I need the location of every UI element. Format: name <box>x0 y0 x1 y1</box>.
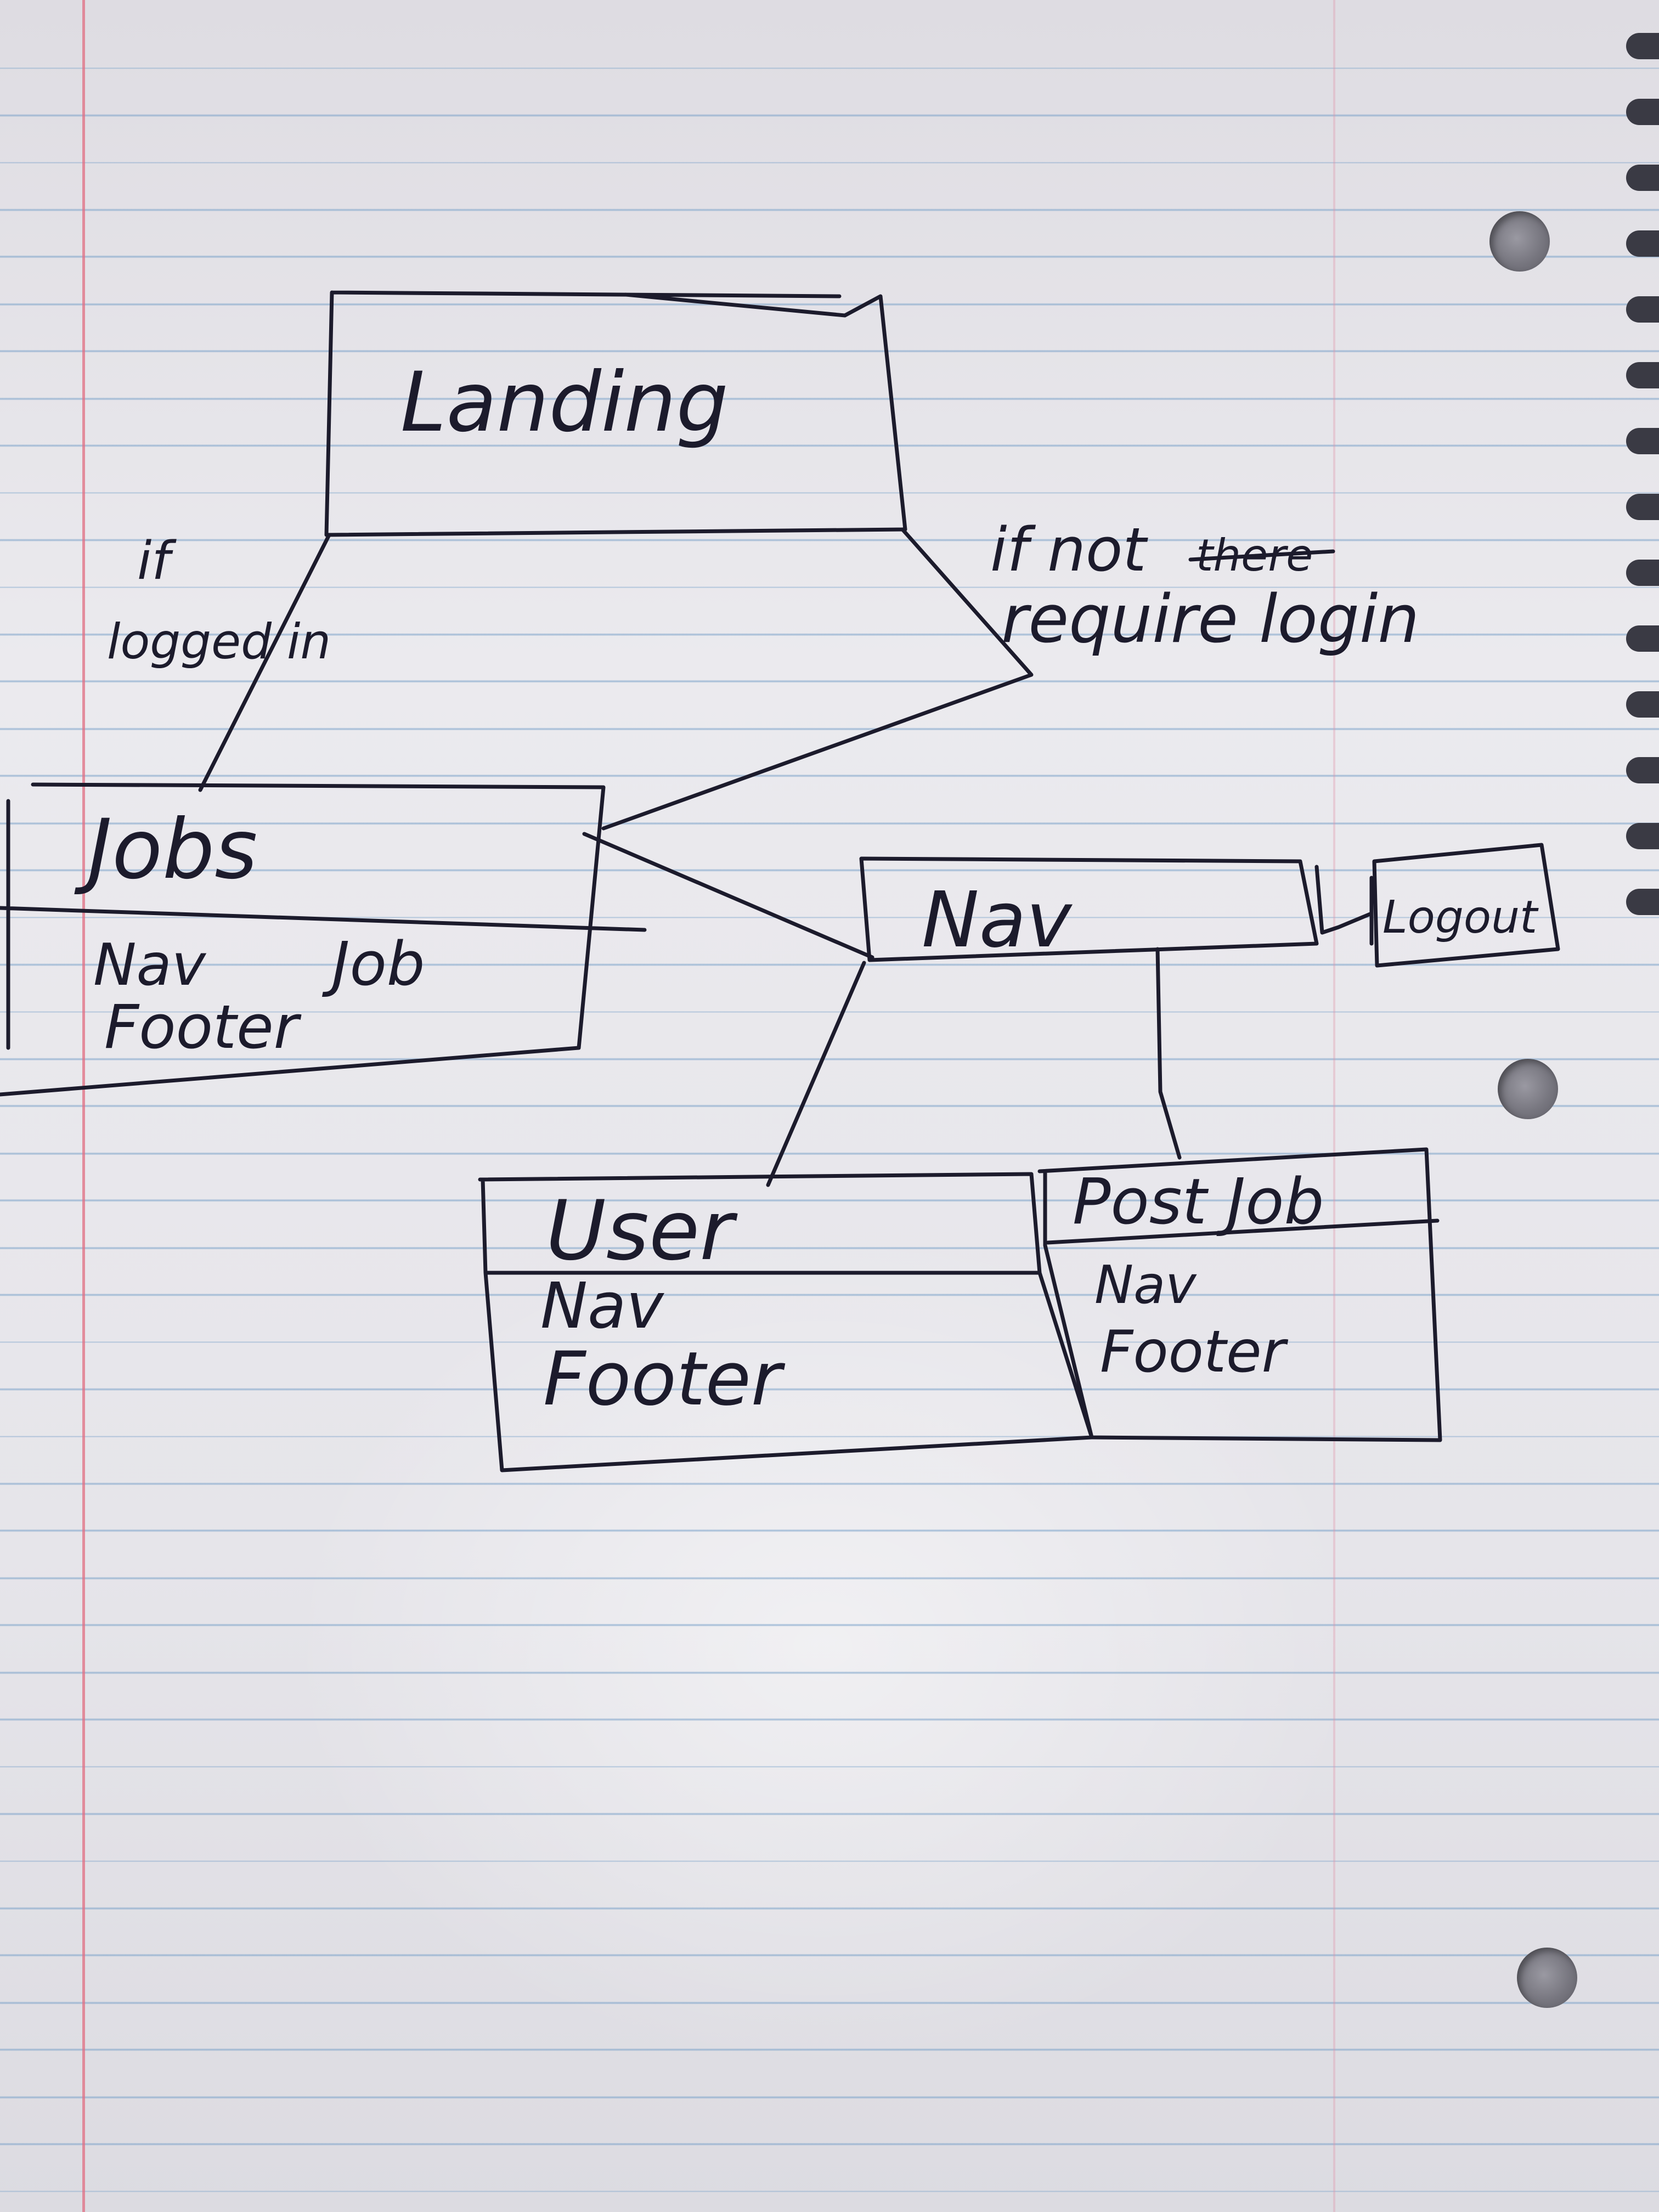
right-margin-line <box>1333 0 1335 2212</box>
margin-line <box>82 0 85 2212</box>
spiral-binding <box>1626 889 1659 915</box>
edge-line <box>601 527 1034 831</box>
spiral-binding <box>1626 296 1659 323</box>
binder-hole <box>1517 1948 1577 2008</box>
spiral-binding <box>1626 757 1659 783</box>
logout-label: Logout <box>1383 891 1539 944</box>
jobs-body-item: Job <box>321 929 425 999</box>
spiral-binding <box>1626 165 1659 191</box>
user-body-item: Footer <box>543 1336 786 1422</box>
jobs-node: Jobs Nav Job Footer <box>0 782 647 1097</box>
edge-line <box>198 533 331 792</box>
post-job-title: Post Job <box>1073 1165 1324 1239</box>
edge-nav-user <box>766 961 866 1187</box>
edge-label-logged-in: logged in <box>107 613 331 670</box>
spiral-binding <box>1626 625 1659 652</box>
spiral-binding <box>1626 494 1659 520</box>
edge-label-require-login: require login <box>1001 582 1419 658</box>
edge-logged-in: if logged in <box>107 531 331 792</box>
spiral-binding <box>1626 362 1659 388</box>
spiral-binding <box>1626 33 1659 59</box>
user-title: User <box>546 1183 738 1279</box>
binder-hole <box>1498 1059 1558 1119</box>
landing-node: Landing <box>324 290 907 537</box>
edge-jobs-nav <box>582 832 874 960</box>
spiral-binding <box>1626 691 1659 718</box>
edge-nav-logout <box>1314 865 1374 946</box>
spiral-binding <box>1626 99 1659 125</box>
post-job-node: Post Job Nav Footer <box>1037 1147 1442 1442</box>
edge-label-if-not: if not <box>990 515 1148 585</box>
spiral-binding <box>1626 560 1659 586</box>
jobs-body-item: Nav <box>93 932 207 998</box>
logout-box <box>1372 843 1560 968</box>
landing-box <box>324 290 907 537</box>
post-job-body-item: Nav <box>1094 1255 1197 1316</box>
edge-nav-post-job <box>1155 947 1182 1160</box>
user-node: User Nav Footer <box>478 1172 1094 1472</box>
nav-title: Nav <box>922 876 1073 965</box>
user-box <box>478 1172 1094 1472</box>
jobs-body-item: Footer <box>104 992 302 1062</box>
landing-label: Landing <box>400 355 729 450</box>
spiral-binding <box>1626 428 1659 454</box>
edge-label-if: if <box>137 531 177 591</box>
scribble-strike <box>1188 549 1335 562</box>
edge-not-logged-in: if not there require login <box>601 515 1419 831</box>
spiral-binding <box>1626 823 1659 849</box>
logout-node: Logout <box>1314 843 1560 968</box>
jobs-title: Jobs <box>74 802 257 898</box>
nav-box <box>859 856 1319 962</box>
binder-hole <box>1489 211 1550 272</box>
nav-node: Nav <box>859 856 1319 965</box>
post-job-body-item: Footer <box>1100 1318 1289 1385</box>
user-body-item: Nav <box>540 1269 664 1343</box>
post-job-box <box>1037 1147 1442 1442</box>
spiral-binding <box>1626 230 1659 257</box>
jobs-box <box>0 782 647 1097</box>
